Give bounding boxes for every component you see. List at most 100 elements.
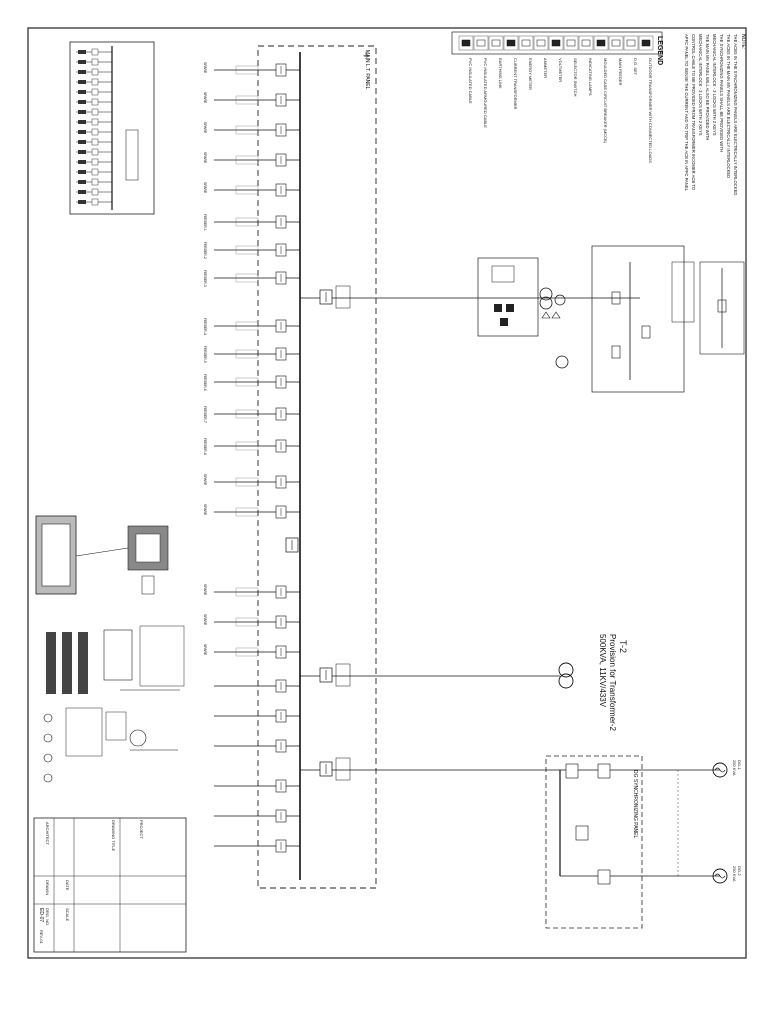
feeder-label: FEEDER-6 (203, 374, 207, 391)
sdb-branch (76, 118, 112, 126)
sdb-branches (76, 48, 112, 206)
legend-label: MOULDED CASE CIRCUIT BREAKER (MCCB) (603, 58, 608, 144)
earthing-pit-detail (35, 515, 169, 595)
feeder-label: SPARE (203, 614, 207, 626)
legend-label: CURRENT TRANSFORMER (513, 58, 518, 110)
feeder: SPARE (203, 92, 300, 107)
feeder (214, 739, 300, 753)
title-block-scale: SCALE (65, 908, 70, 921)
legend-label: ENERGY METER (528, 58, 533, 90)
legend-symbol (581, 39, 591, 47)
feeder: FEEDER-7 (203, 406, 300, 423)
feeder-label: FEEDER-1 (203, 214, 207, 231)
feeder (214, 679, 300, 693)
feeder: FEEDER-3 (203, 270, 300, 287)
feeder: FEEDER-5 (203, 346, 300, 363)
dg-1-rating: 250 KVA (732, 760, 737, 776)
legend-row: CURRENT TRANSFORMER (503, 35, 519, 110)
dg-set-2: DG-2 250 KVA (712, 866, 742, 884)
legend-symbol (611, 39, 621, 47)
dg-2-rating: 250 KVA (732, 866, 737, 882)
feeder (214, 709, 300, 723)
transformer-2-rating: 500KVA, 11KV/433V (598, 634, 607, 708)
title-block-date: DATE (65, 880, 70, 891)
sdb-branch (76, 198, 112, 206)
sdb-branch (76, 98, 112, 106)
feeder: FEEDER-6 (203, 374, 300, 391)
feeder: SPARE (203, 644, 300, 659)
title-block: PROJECT DRAWING TITLE ARCHITECT DRAWN DA… (33, 817, 187, 953)
feeder (214, 809, 300, 823)
legend-symbol (641, 39, 651, 47)
dg-sync-panel-label: DG SYNCHRONIZING PANEL (632, 770, 638, 838)
feeder-label: SPARE (203, 504, 207, 516)
feeder-label: SPARE (203, 182, 207, 194)
sdb-branch (76, 108, 112, 116)
sdb-branch (76, 48, 112, 56)
legend-label: MAIN FEEDER (618, 58, 623, 85)
feeder-label: FEEDER-4 (203, 318, 207, 335)
feeder-label: SPARE (203, 644, 207, 656)
sdb-branch (76, 128, 112, 136)
legend-symbol (626, 39, 636, 47)
legend-row: AMMETER (533, 35, 549, 78)
title-block-drg-no-label: DRG. NO. (45, 908, 50, 926)
sdb-branch (76, 138, 112, 146)
legend-symbol (491, 39, 501, 47)
title-block-drawing-no: ED-07 (38, 908, 44, 922)
legend-row: PVC INSULATED CABLE (458, 35, 474, 104)
feeder: SPARE (203, 152, 300, 167)
feeder: SPARE (203, 182, 300, 197)
feeder: SPARE (203, 122, 300, 137)
notes-block: NOTE: THE ACBS IN THE SYNCHRONIZING PANE… (684, 34, 746, 195)
legend-symbol (521, 39, 531, 47)
feeder: FEEDER-4 (203, 318, 300, 335)
notes-lines: THE ACBS IN THE SYNCHRONIZING PANELS ARE… (684, 34, 738, 195)
dg-synchronizing-panel: DG SYNCHRONIZING PANEL (545, 755, 720, 929)
feeder-label: FEEDER-8 (203, 438, 207, 455)
legend-row: SELECTOR SWITCH (563, 35, 579, 96)
legend-symbol (536, 39, 546, 47)
legend-symbol (506, 39, 516, 47)
bus-coupler (285, 537, 299, 553)
legend-row: MAIN FEEDER (608, 35, 624, 85)
title-block-project-label: PROJECT (139, 820, 144, 839)
legend-symbol (476, 39, 486, 47)
sheet-border (27, 27, 747, 959)
feeder (214, 839, 300, 853)
feeder-label: SPARE (203, 92, 207, 104)
feeder: FEEDER-8 (203, 438, 300, 455)
feeder: SPARE (203, 614, 300, 629)
feeder: FEEDER-1 (203, 214, 300, 231)
legend-row: VOLTMETER (548, 35, 564, 82)
legend-row: INDICATING LAMPS (578, 35, 594, 96)
legend-label: INDICATING LAMPS (588, 58, 593, 96)
note-line: THE MAIN MV PANEL WILL ALSO BE PROVIDED … (705, 34, 710, 140)
feeder: SPARE (203, 584, 300, 599)
legend-symbol (596, 39, 606, 47)
svg-text:⏚: ⏚ (362, 51, 370, 60)
feeder-label: FEEDER-7 (203, 406, 207, 423)
note-line: MECHANICAL INTERLOCK - 3 LOCKS WITH 2 KE… (712, 34, 717, 136)
feeder-label: FEEDER-2 (203, 242, 207, 259)
transformer-1-section (477, 245, 745, 393)
dg-set-1: DG-1 250 KVA (712, 760, 742, 778)
legend-rows: OUTDOOR TRANSFORMER WITH CONNECTED LOADS… (458, 35, 654, 163)
note-line: THE ACBS IN THE SYNCHRONIZING PANELS ARE… (733, 34, 738, 195)
sdb-branch (76, 168, 112, 176)
feeder-label: SPARE (203, 122, 207, 134)
feeder: FEEDER-2 (203, 242, 300, 259)
legend-label: PVC INSULATED CABLE (468, 58, 473, 104)
feeder-label: FEEDER-3 (203, 270, 207, 287)
feeder-label: FEEDER-5 (203, 346, 207, 363)
sdb-branch (76, 178, 112, 186)
note-line: APFC PANEL TO SENSE THE CURRENT AND TO T… (684, 34, 689, 192)
sdb-branch (76, 68, 112, 76)
earth-electrode-detail (46, 625, 185, 694)
incomer-2 (300, 663, 560, 687)
legend-label: PVC INSULATED ARMOURED CABLE (483, 58, 488, 128)
title-block-drawn: DRAWN (45, 880, 50, 895)
sdb-branch (76, 58, 112, 66)
note-line: THE ACBS IN THE MAIN MV PANELS ARE ELECT… (726, 34, 731, 178)
note-line: THE SYNCHRONIZING PANELS SHALL BE PROVID… (719, 34, 724, 152)
